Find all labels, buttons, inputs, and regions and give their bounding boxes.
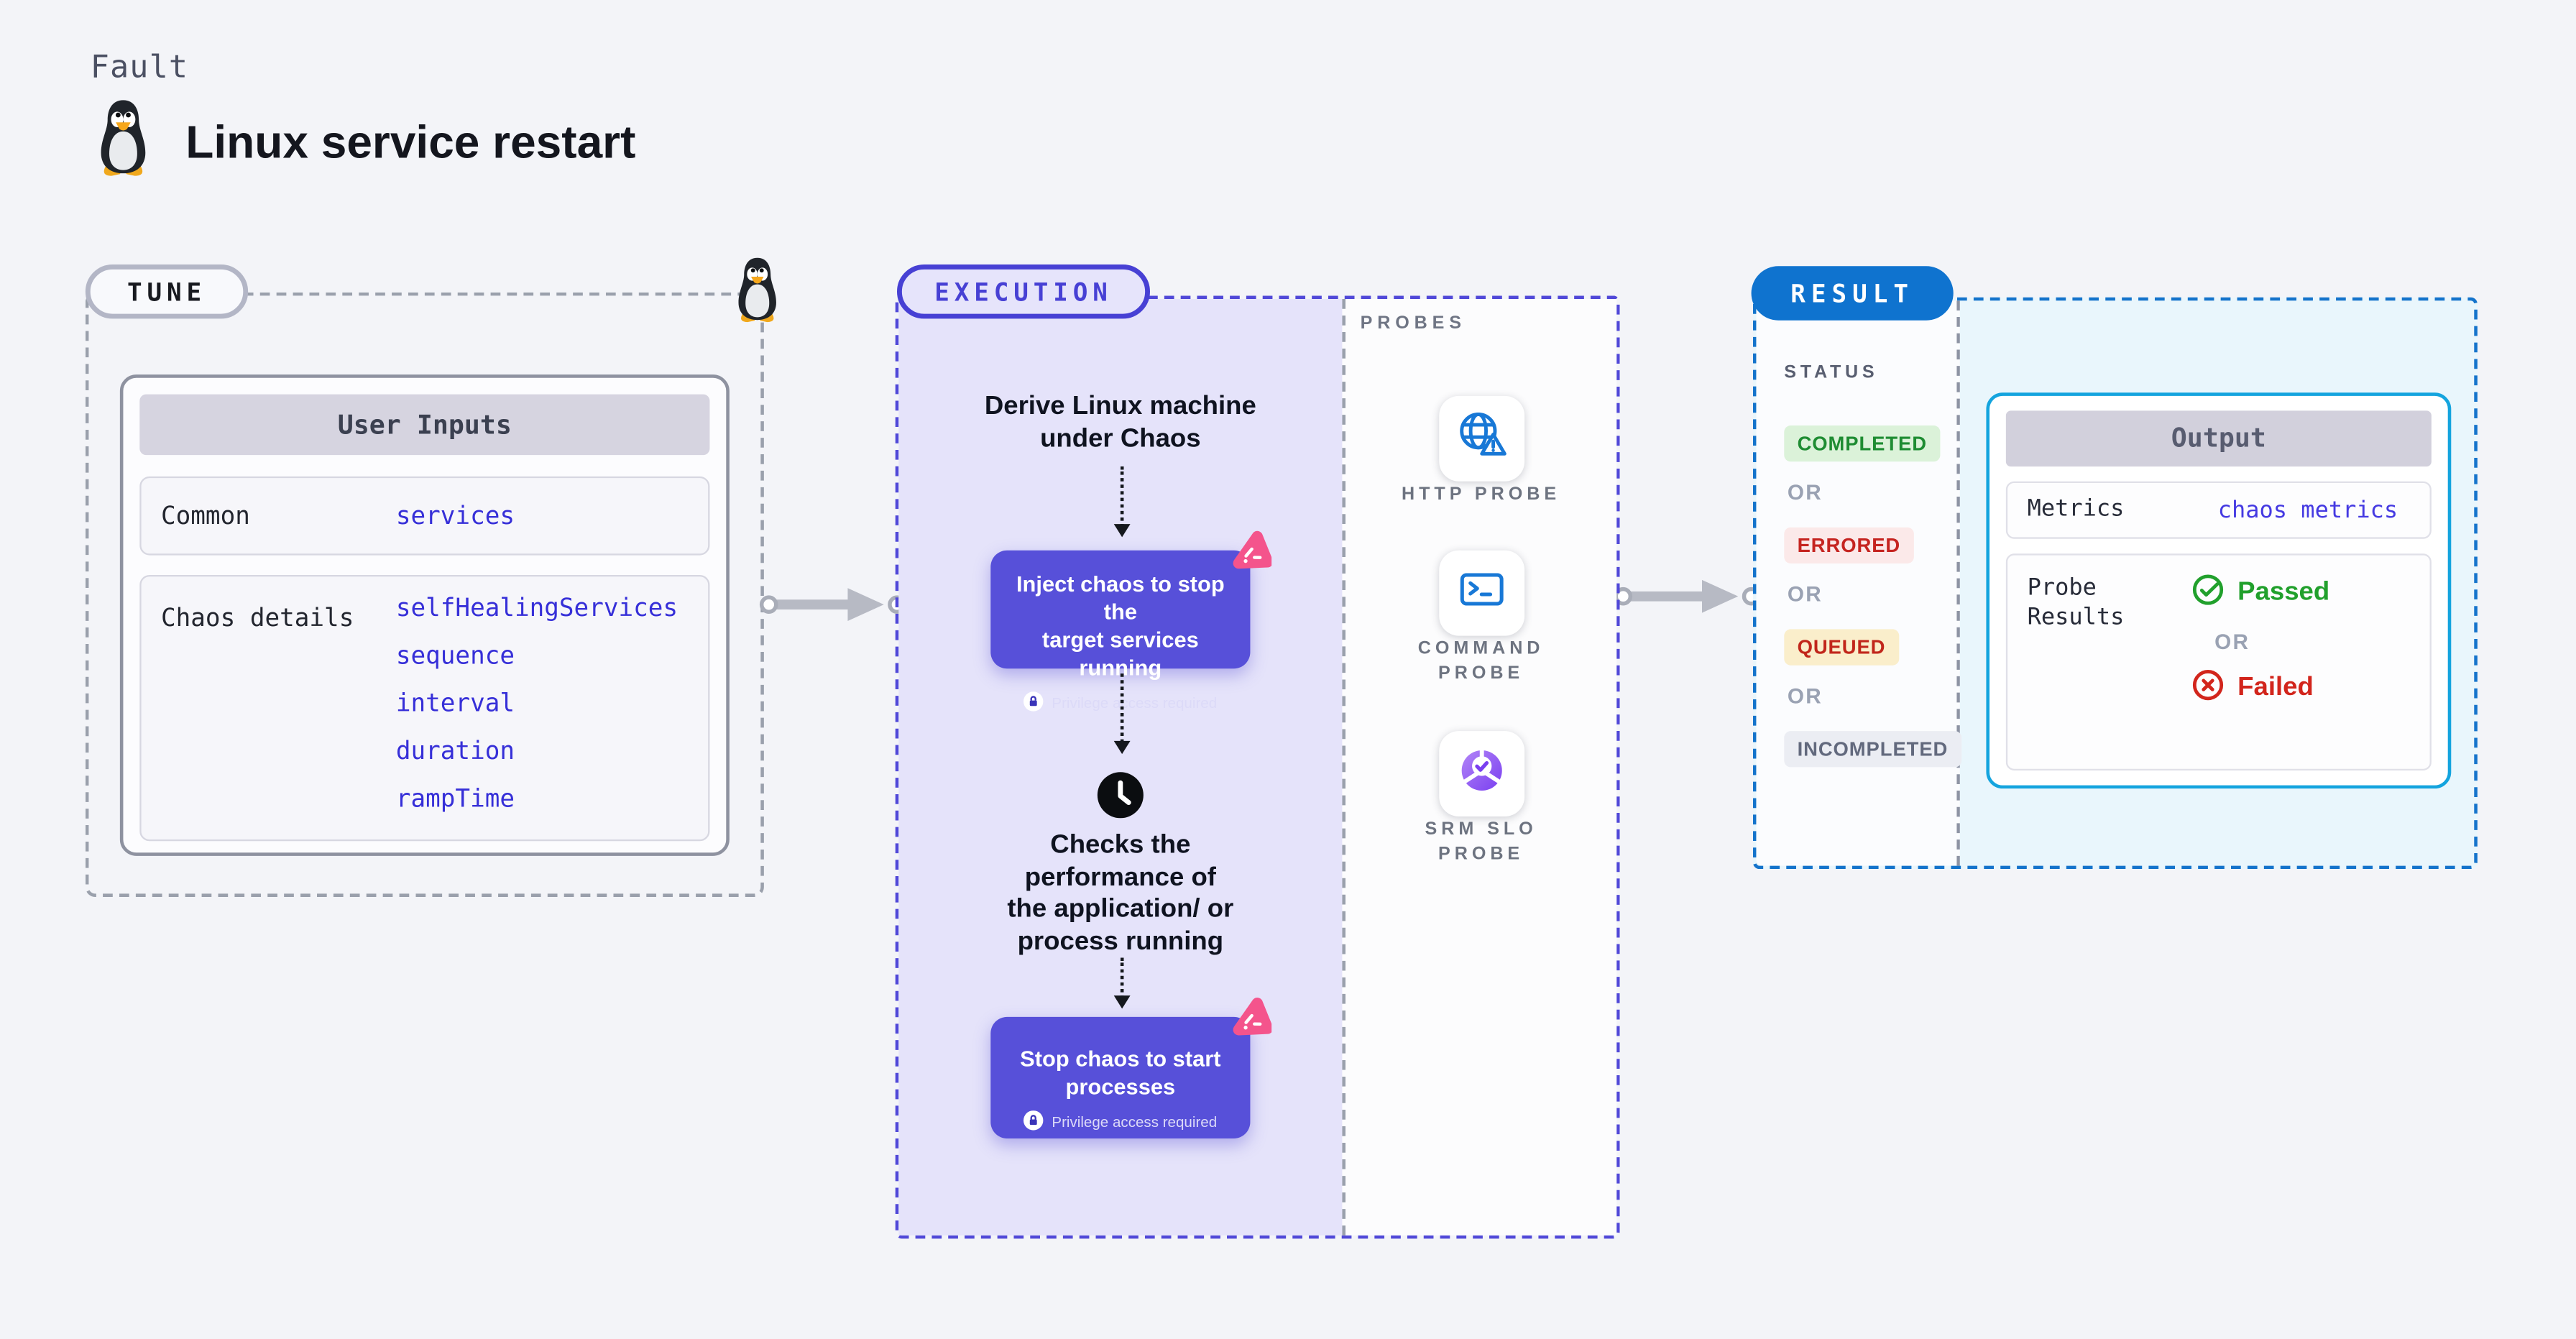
status-column: STATUS COMPLETED OR ERRORED OR QUEUED OR… [1756, 300, 1961, 866]
status-column-title: STATUS [1784, 363, 1879, 383]
tune-badge: TUNE [85, 264, 249, 319]
clock-icon [1096, 770, 1146, 828]
row-label: Metrics [2027, 495, 2125, 523]
terminal-icon [1456, 564, 1506, 622]
page-header: Linux service restart [91, 98, 636, 185]
output-row-metrics: Metrics chaos metrics [2005, 481, 2432, 539]
user-inputs-header: User Inputs [139, 394, 710, 456]
srm-slo-probe-card [1438, 731, 1524, 816]
output-row-probe-results: Probe Results Passed OR [2005, 553, 2432, 770]
tux-penguin-icon [730, 257, 786, 332]
flow-connector [1113, 673, 1131, 755]
row-values: selfHealingServices sequence interval du… [396, 576, 708, 823]
failed-label: Failed [2237, 673, 2314, 701]
command-probe-card [1438, 550, 1524, 636]
param-link-services[interactable]: services [395, 501, 515, 531]
row-values: services [396, 501, 708, 530]
probe-label-srm-slo: SRM SLO PROBE [1425, 819, 1537, 864]
status-badge-incompleted: INCOMPLETED [1784, 731, 1961, 768]
row-label: Probe Results [2027, 574, 2125, 630]
slo-donut-check-icon [1455, 743, 1507, 804]
tune-section [85, 292, 764, 897]
probe-result-passed: Passed [2191, 573, 2429, 614]
http-probe-card [1438, 395, 1524, 482]
param-link-duration[interactable]: duration [395, 735, 515, 766]
probes-panel: PROBES HTTP PROBE [1342, 298, 1617, 1236]
flow-connector [1113, 466, 1131, 538]
param-link-ramptime[interactable]: rampTime [395, 783, 515, 814]
step-checks-performance: Checks the performance of the applicatio… [1007, 831, 1234, 956]
status-badge-errored: ERRORED [1784, 527, 1914, 563]
user-inputs-table: User Inputs Common services Chaos detail… [119, 374, 730, 856]
execution-badge: EXECUTION [896, 264, 1150, 319]
fault-kind-label: Fault [90, 49, 189, 86]
flow-arrow-probes-to-result [1614, 579, 1762, 623]
chaos-spark-icon [1227, 997, 1274, 1046]
privilege-note-text: Privilege access required [1052, 694, 1218, 712]
probes-panel-title: PROBES [1360, 313, 1466, 333]
padlock-icon [1024, 691, 1044, 714]
page-title: Linux service restart [185, 116, 636, 167]
row-label: Common [160, 501, 250, 531]
x-circle-icon [2191, 668, 2225, 709]
or-separator: OR [1787, 581, 1823, 607]
button-label: Inject chaos to stop the target services… [1016, 571, 1225, 681]
tux-penguin-icon [91, 98, 156, 185]
execution-section: Derive Linux machine under Chaos Inject … [895, 295, 1620, 1239]
probe-label-command: COMMAND PROBE [1417, 639, 1545, 683]
button-label: Stop chaos to start processes [1020, 1045, 1221, 1098]
probe-results-values: Passed OR Failed [2191, 573, 2429, 769]
param-link-selfhealingservices[interactable]: selfHealingServices [395, 593, 678, 623]
check-circle-icon [2191, 573, 2225, 614]
result-badge: RESULT [1751, 266, 1954, 321]
probe-label-http: HTTP PROBE [1402, 484, 1561, 505]
stop-chaos-button[interactable]: Stop chaos to start processes Privilege … [990, 997, 1274, 1138]
privilege-note-text: Privilege access required [1052, 1113, 1218, 1130]
table-row-common: Common services [139, 476, 710, 556]
execution-flow-panel: Derive Linux machine under Chaos Inject … [898, 298, 1343, 1236]
probe-result-failed: Failed [2191, 668, 2429, 709]
flow-arrow-tune-to-execution [759, 586, 907, 631]
output-header: Output [2005, 410, 2432, 467]
param-link-interval[interactable]: interval [395, 688, 515, 718]
chaos-spark-icon [1227, 530, 1274, 580]
row-label: Chaos details [160, 602, 354, 632]
or-separator: OR [2214, 629, 2250, 654]
status-badge-queued: QUEUED [1784, 629, 1899, 666]
param-link-sequence[interactable]: sequence [395, 640, 515, 671]
result-section: STATUS COMPLETED OR ERRORED OR QUEUED OR… [1752, 297, 2478, 870]
or-separator: OR [1787, 683, 1823, 709]
privilege-note: Privilege access required [1000, 1109, 1241, 1133]
inject-chaos-button[interactable]: Inject chaos to stop the target services… [990, 530, 1274, 712]
privilege-note: Privilege access required [1000, 691, 1241, 714]
status-badge-completed: COMPLETED [1784, 425, 1941, 462]
output-table: Output Metrics chaos metrics Probe Resul… [1986, 392, 2452, 789]
globe-warning-icon [1455, 408, 1507, 469]
chaos-metrics-link[interactable]: chaos metrics [2217, 497, 2398, 523]
flow-connector [1113, 957, 1131, 1009]
table-row-chaos-details: Chaos details selfHealingServices sequen… [139, 574, 710, 842]
passed-label: Passed [2237, 578, 2330, 607]
or-separator: OR [1787, 479, 1823, 505]
padlock-icon [1024, 1109, 1044, 1133]
step-derive-machine: Derive Linux machine under Chaos [984, 392, 1256, 453]
